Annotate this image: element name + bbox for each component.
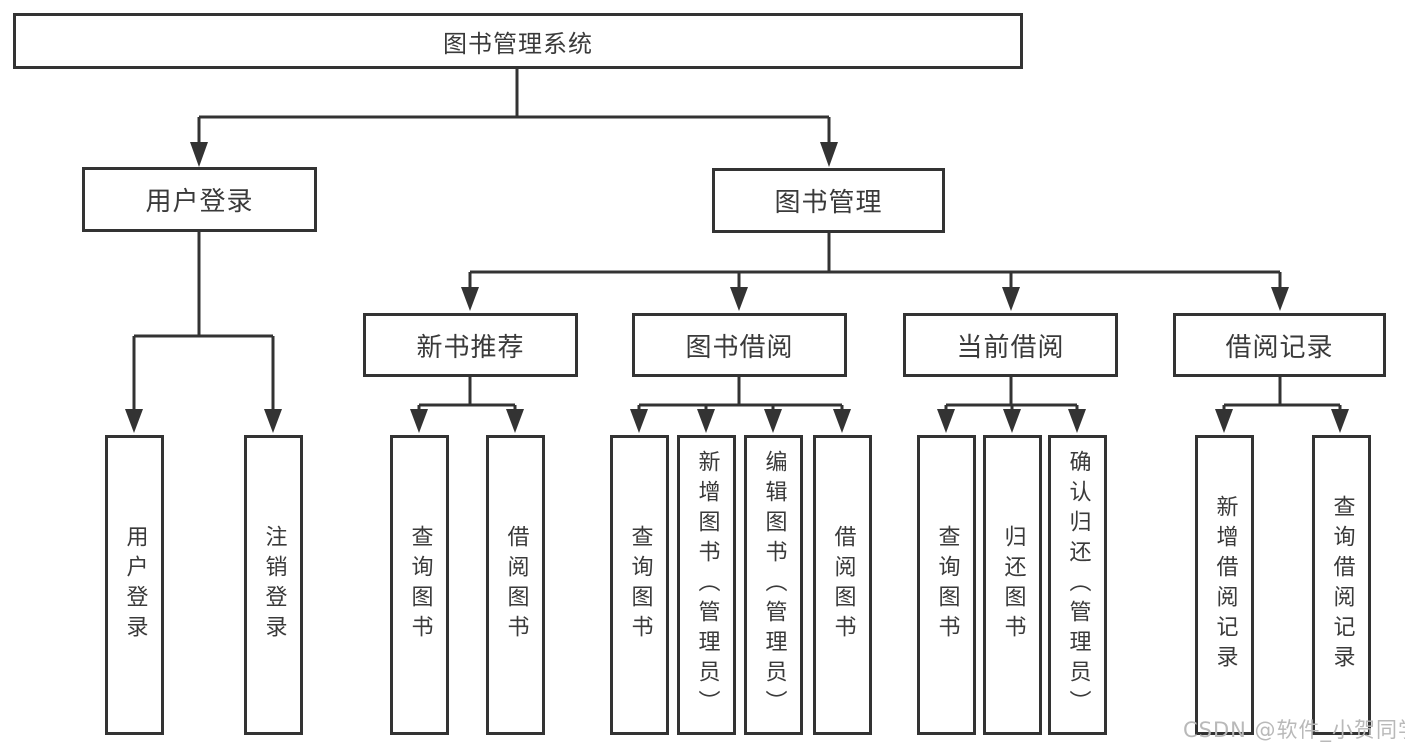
arrow-down-icon: [1215, 409, 1233, 433]
node-label: 当前借阅: [956, 332, 1065, 363]
arrow-down-icon: [506, 409, 524, 433]
leaf-user-login: 用户登录: [105, 435, 164, 735]
arrow-down-icon: [764, 409, 782, 433]
node-book-borrowing: 图书借阅: [632, 313, 847, 377]
arrow-down-icon: [630, 409, 648, 433]
arrow-down-icon: [730, 287, 748, 311]
leaf-query-borrow-record: 查询借阅记录: [1312, 435, 1371, 735]
leaf-label: 查询图书: [407, 525, 433, 645]
node-label: 新书推荐: [416, 332, 525, 363]
leaf-return-books: 归还图书: [983, 435, 1042, 735]
arrow-down-icon: [937, 409, 955, 433]
leaf-edit-books-admin: 编辑图书（管理员）: [744, 435, 803, 735]
leaf-add-borrow-record: 新增借阅记录: [1195, 435, 1254, 735]
leaf-borrow-books: 借阅图书: [813, 435, 872, 735]
arrow-down-icon: [820, 142, 838, 167]
leaf-logout: 注销登录: [244, 435, 303, 735]
arrow-down-icon: [1068, 409, 1086, 433]
arrow-down-icon: [125, 409, 143, 433]
arrow-down-icon: [697, 409, 715, 433]
leaf-label: 确认归还（管理员）: [1065, 450, 1091, 720]
leaf-confirm-return-admin: 确认归还（管理员）: [1048, 435, 1107, 735]
arrow-down-icon: [190, 142, 208, 167]
leaf-add-books-admin: 新增图书（管理员）: [677, 435, 736, 735]
node-label: 图书管理系统: [443, 29, 593, 58]
node-new-book-recommend: 新书推荐: [363, 313, 578, 377]
arrow-down-icon: [833, 409, 851, 433]
node-label: 图书借阅: [685, 332, 794, 363]
node-user-login: 用户登录: [82, 167, 317, 232]
node-label: 用户登录: [145, 187, 254, 217]
leaf-label: 查询借阅记录: [1329, 495, 1355, 675]
leaf-label: 新增借阅记录: [1212, 495, 1238, 675]
leaf-label: 查询图书: [934, 525, 960, 645]
csdn-watermark: CSDN @软件_小贺同学: [1183, 718, 1405, 742]
node-library-management-system: 图书管理系统: [13, 13, 1023, 69]
node-label: 图书管理: [774, 188, 883, 218]
leaf-label: 归还图书: [1000, 525, 1026, 645]
arrow-down-icon: [264, 409, 282, 433]
leaf-label: 借阅图书: [503, 525, 529, 645]
node-current-borrowing: 当前借阅: [903, 313, 1118, 377]
leaf-query-books-current: 查询图书: [917, 435, 976, 735]
node-book-management: 图书管理: [712, 168, 945, 233]
leaf-label: 借阅图书: [830, 525, 856, 645]
leaf-query-books-borrowing: 查询图书: [610, 435, 669, 735]
leaf-label: 新增图书（管理员）: [694, 450, 720, 720]
node-label: 借阅记录: [1225, 332, 1334, 363]
arrow-down-icon: [410, 409, 428, 433]
leaf-borrow-books-recommend: 借阅图书: [486, 435, 545, 735]
arrow-down-icon: [461, 287, 479, 311]
arrow-down-icon: [1003, 409, 1021, 433]
node-borrowing-records: 借阅记录: [1173, 313, 1386, 377]
leaf-label: 注销登录: [261, 525, 287, 645]
arrow-down-icon: [1271, 287, 1289, 311]
leaf-label: 编辑图书（管理员）: [761, 450, 787, 720]
leaf-label: 用户登录: [122, 525, 148, 645]
arrow-down-icon: [1002, 287, 1020, 311]
arrow-down-icon: [1331, 409, 1349, 433]
leaf-label: 查询图书: [627, 525, 653, 645]
leaf-query-books-recommend: 查询图书: [390, 435, 449, 735]
